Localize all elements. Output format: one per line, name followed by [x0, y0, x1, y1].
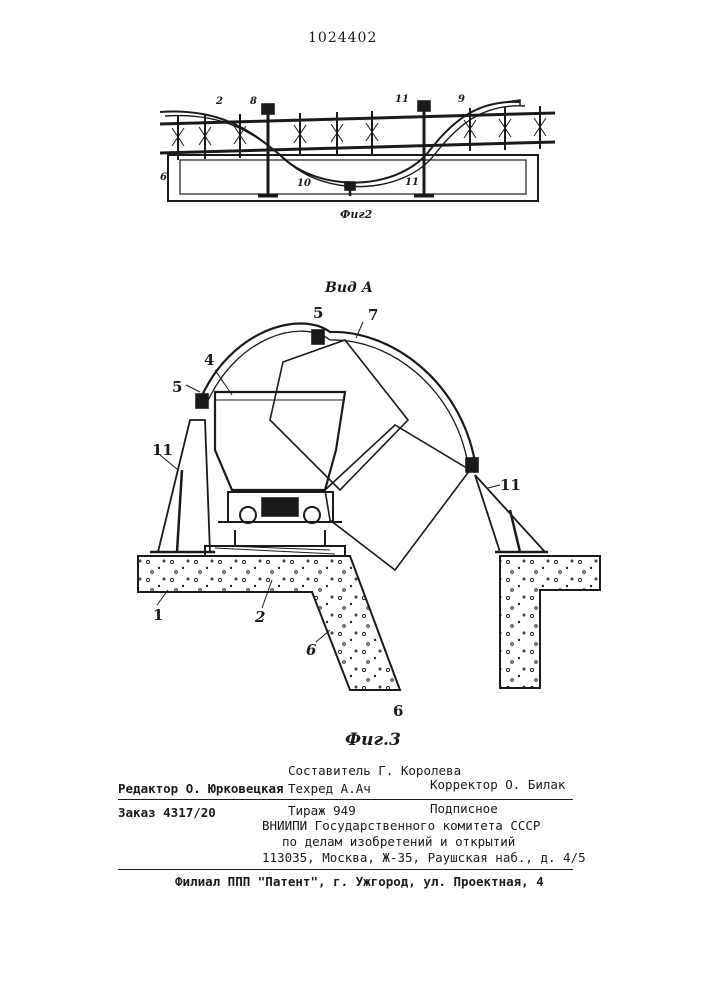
- fig2-label-6: 6: [160, 172, 167, 183]
- fig2-label-2: 2: [215, 96, 223, 107]
- fig3-label-1: 1: [153, 606, 163, 624]
- tech-editor: Техред А.Ач: [288, 781, 371, 796]
- org-line-2: по делам изобретений и открытий: [282, 834, 515, 849]
- fig2-label-8: 8: [250, 96, 257, 107]
- address: 113035, Москва, Ж-35, Раушская наб., д. …: [262, 850, 586, 865]
- fig3-label-2: 2: [254, 608, 265, 626]
- fig3-label-11-left: 11: [152, 441, 173, 459]
- fig3-label-6-slope: 6: [306, 641, 317, 659]
- fig2-label-10: 10: [297, 178, 311, 189]
- view-label: Вид А: [325, 280, 373, 296]
- colophon-rule-bottom: [118, 869, 573, 870]
- fig2-label-11-top: 11: [395, 94, 409, 105]
- fig3-label-5-left: 5: [172, 378, 182, 396]
- org-line-1: ВНИИПИ Государственного комитета СССР: [262, 818, 540, 833]
- fig3-label-6-bottom: 6: [393, 702, 403, 720]
- colophon-rule-top: [118, 799, 573, 800]
- subscription: Подписное: [430, 801, 498, 816]
- editor: Редактор О. Юрковецкая: [118, 781, 284, 796]
- fig3-label-4: 4: [204, 351, 214, 369]
- fig3-label-11-right: 11: [500, 476, 521, 494]
- fig3-caption: Фиг.3: [345, 730, 401, 750]
- fig2-caption: Фиг2: [340, 208, 372, 221]
- compiler: Составитель Г. Королева: [288, 763, 461, 778]
- drawing-area: 2 8 11 9 6 10 11: [0, 0, 707, 760]
- fig3-label-7: 7: [368, 306, 378, 324]
- fig2-label-11-bottom: 11: [405, 177, 419, 188]
- fig3-drawing: [138, 322, 600, 690]
- corrector: Корректор О. Билак: [430, 777, 565, 792]
- fig3-label-5-top: 5: [313, 304, 323, 322]
- branch: Филиал ППП "Патент", г. Ужгород, ул. Про…: [175, 874, 544, 889]
- circulation: Тираж 949: [288, 803, 356, 818]
- fig2-label-9: 9: [458, 94, 465, 105]
- order: Заказ 4317/20: [118, 805, 216, 820]
- fig2-drawing: [160, 100, 555, 201]
